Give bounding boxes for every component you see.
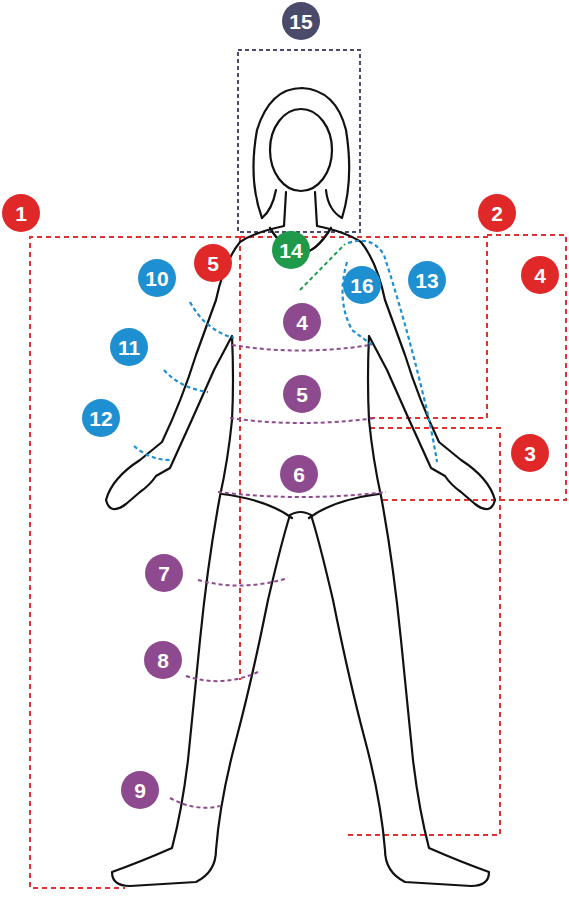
callout-circle: 14 — [272, 231, 310, 269]
callout-number: 5 — [296, 384, 308, 405]
callout-number: 4 — [534, 265, 546, 286]
callout-circle: 11 — [110, 328, 148, 366]
callout-number: 16 — [350, 275, 373, 296]
callout-number: 2 — [491, 203, 503, 224]
callout-number: 11 — [118, 337, 140, 358]
callout-circle: 5 — [283, 375, 321, 413]
arm-lines — [134, 241, 437, 462]
callout-number: 12 — [89, 408, 112, 429]
callout-circle: 16 — [343, 266, 381, 304]
callout-circle: 6 — [280, 455, 318, 493]
callout-circle: 3 — [511, 434, 549, 472]
callout-number: 13 — [415, 270, 438, 291]
callout-circle: 10 — [138, 259, 176, 297]
callout-circle: 5 — [194, 244, 232, 282]
callout-circle: 4 — [283, 303, 321, 341]
callout-circle: 12 — [82, 399, 120, 437]
callout-number: 9 — [134, 780, 146, 801]
callout-number: 8 — [157, 650, 169, 671]
callout-circle: 13 — [408, 261, 446, 299]
callout-number: 14 — [279, 240, 302, 261]
head-box — [238, 50, 360, 232]
callout-number: 15 — [289, 11, 312, 32]
callout-number: 5 — [207, 253, 219, 274]
callout-number: 7 — [158, 563, 170, 584]
callout-circle: 4 — [521, 256, 559, 294]
callout-circle: 2 — [478, 194, 516, 232]
measure-boxes — [30, 235, 566, 888]
callout-circle: 7 — [145, 554, 183, 592]
callout-number: 1 — [15, 203, 27, 224]
callout-circle: 15 — [282, 2, 320, 40]
callout-circle: 9 — [121, 771, 159, 809]
callout-number: 6 — [293, 464, 305, 485]
callout-circle: 8 — [144, 641, 182, 679]
callout-circle: 1 — [2, 194, 40, 232]
callout-number: 4 — [296, 312, 308, 333]
callout-number: 10 — [145, 268, 168, 289]
body-outline — [106, 88, 495, 886]
girth-lines — [170, 345, 386, 808]
callout-number: 3 — [524, 443, 536, 464]
